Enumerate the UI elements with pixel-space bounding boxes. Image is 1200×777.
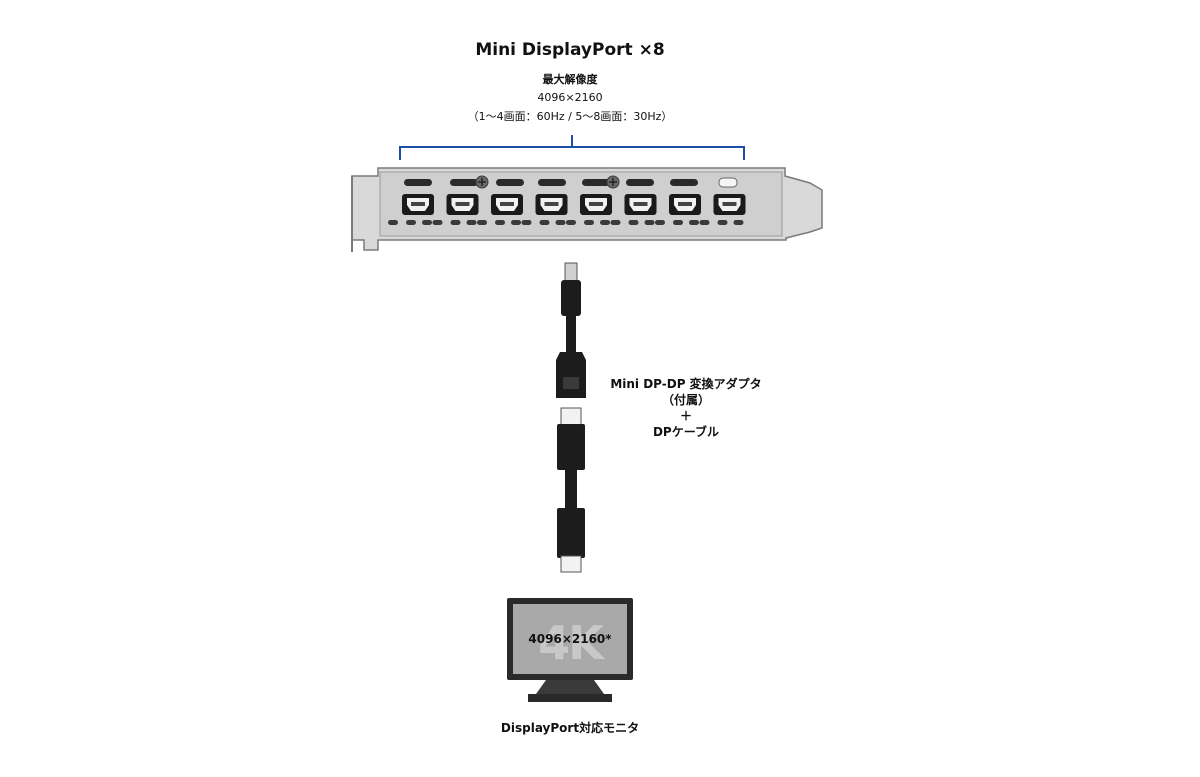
- 4k-badge: 4K: [538, 616, 604, 670]
- vent-hole: [477, 220, 487, 225]
- max-resolution-label: 最大解像度: [542, 73, 598, 86]
- vent-hole: [538, 179, 566, 186]
- vent-hole: [450, 179, 478, 186]
- vent-hole: [733, 220, 744, 225]
- vent-hole: [644, 220, 655, 225]
- vent-hole: [495, 220, 505, 225]
- vent-hole: [466, 220, 477, 225]
- vent-hole: [406, 220, 416, 225]
- status-led: [718, 177, 738, 188]
- vent-hole: [511, 220, 521, 225]
- adapter-label-line: ＋: [679, 409, 692, 423]
- bracket-screw: [606, 175, 620, 189]
- vent-hole: [496, 179, 524, 186]
- adapter-label: Mini DP-DP 変換アダプタ （付属） ＋ DPケーブル: [586, 376, 786, 440]
- monitor: [507, 598, 633, 702]
- vent-hole: [582, 179, 610, 186]
- adapter-label-line: DPケーブル: [652, 425, 720, 439]
- monitor-resolution: 4096×2160*: [528, 632, 612, 646]
- vent-hole: [655, 220, 665, 225]
- vent-hole: [388, 220, 398, 225]
- refresh-rate-note: （1～4画面：60Hz / 5～8画面：30Hz）: [467, 110, 673, 123]
- bracket-screw: [475, 175, 489, 189]
- vent-hole: [689, 220, 699, 225]
- vent-hole: [626, 179, 654, 186]
- vent-hole: [670, 179, 698, 186]
- mini-displayport-port: [446, 194, 479, 215]
- adapter-label-line: （付属）: [661, 393, 710, 407]
- mini-displayport-port: [713, 194, 746, 215]
- max-resolution-value: 4096×2160: [537, 91, 603, 104]
- vent-hole: [600, 220, 610, 225]
- vent-hole: [673, 220, 683, 225]
- page-title: Mini DisplayPort ×8: [475, 40, 665, 60]
- vent-hole: [432, 220, 443, 225]
- mini-displayport-port: [402, 194, 434, 215]
- vent-hole: [717, 220, 728, 225]
- vent-hole: [539, 220, 550, 225]
- mini-displayport-port: [535, 194, 568, 215]
- vent-hole: [584, 220, 594, 225]
- vent-hole: [404, 179, 432, 186]
- vent-hole: [521, 220, 532, 225]
- mini-displayport-ports: [402, 194, 746, 215]
- mini-displayport-port: [491, 194, 523, 215]
- port-range-bracket: [399, 135, 745, 160]
- mini-displayport-port: [580, 194, 612, 215]
- mini-dp-to-dp-adapter: [556, 262, 586, 398]
- vent-hole: [628, 220, 639, 225]
- vent-holes: [388, 179, 744, 225]
- mini-displayport-port: [624, 194, 657, 215]
- adapter-label-line: Mini DP-DP 変換アダプタ: [610, 377, 762, 391]
- vent-hole: [610, 220, 621, 225]
- vent-hole: [699, 220, 710, 225]
- dp-cable: [557, 407, 585, 573]
- vent-hole: [566, 220, 576, 225]
- vent-hole: [422, 220, 432, 225]
- mini-displayport-port: [669, 194, 701, 215]
- monitor-label: DisplayPort対応モニタ: [500, 721, 640, 735]
- vent-hole: [555, 220, 566, 225]
- vent-hole: [450, 220, 461, 225]
